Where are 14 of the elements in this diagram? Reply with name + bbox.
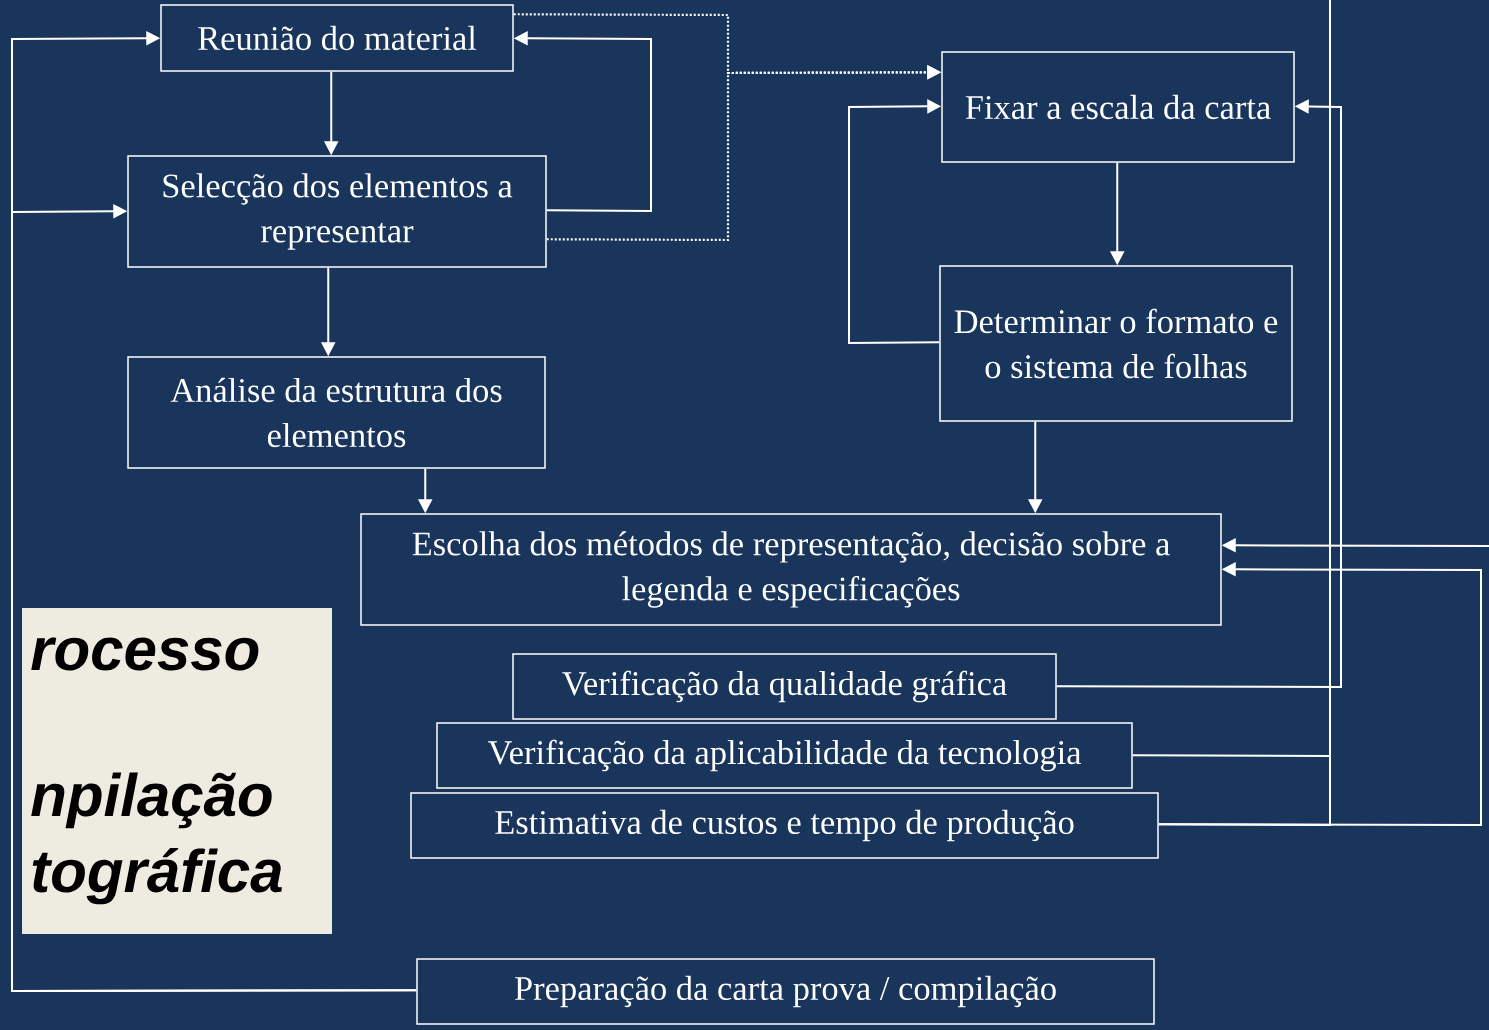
arrow bbox=[1157, 562, 1482, 826]
process-box: Determinar o formato e o sistema de folhas bbox=[939, 265, 1293, 422]
arrow bbox=[1055, 99, 1342, 688]
title-panel: rocesso npilação tográfica bbox=[22, 608, 332, 934]
process-box: Selecção dos elementos a representar bbox=[127, 155, 547, 268]
process-box: Reunião do material bbox=[160, 4, 514, 72]
process-box: Escolha dos métodos de representação, decisão sobre a legenda e especificações bbox=[360, 513, 1222, 626]
process-box: Estimativa de custos e tempo de produção bbox=[410, 792, 1159, 859]
process-box: Análise da estrutura dos elementos bbox=[127, 356, 546, 469]
process-box: Fixar a escala da carta bbox=[941, 51, 1295, 163]
process-box: Verificação da aplicabilidade da tecnologia bbox=[436, 722, 1133, 789]
process-box: Verificação da qualidade gráfica bbox=[512, 653, 1057, 720]
process-box: Preparação da carta prova / compilação bbox=[416, 958, 1155, 1025]
arrow bbox=[11, 204, 418, 992]
